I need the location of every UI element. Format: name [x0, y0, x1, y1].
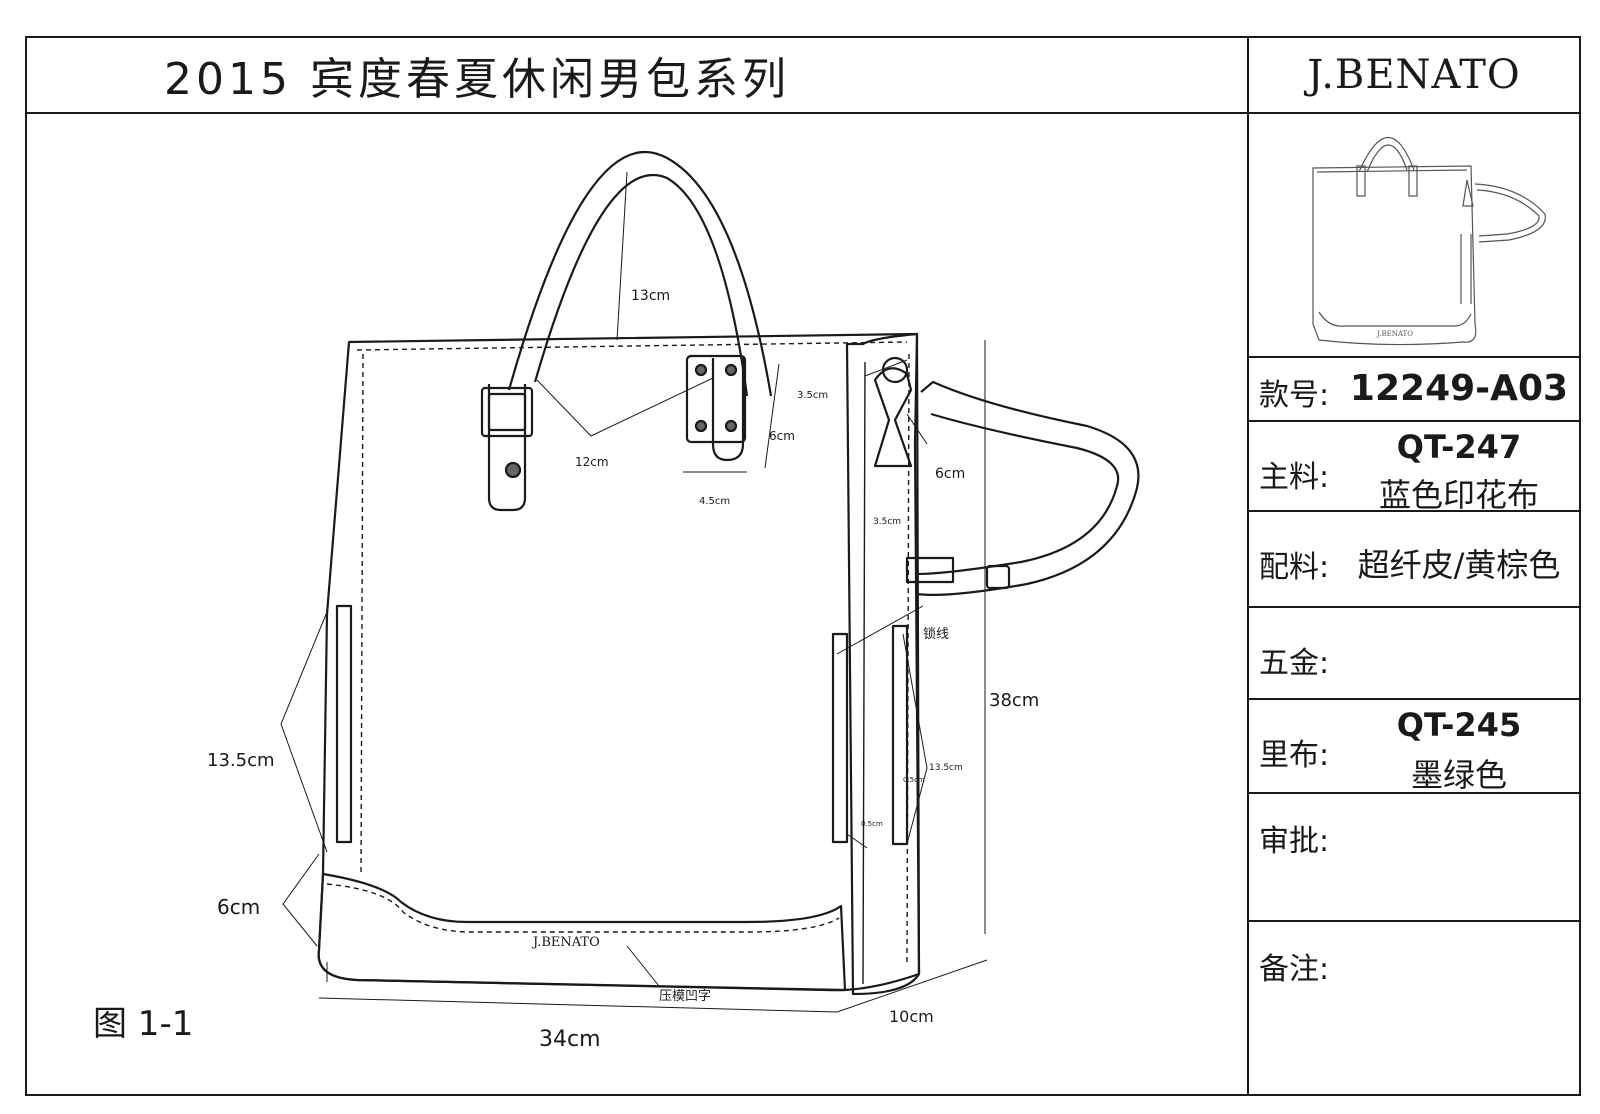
handle-strap-left: [487, 384, 527, 512]
side-gusset: [845, 332, 921, 996]
style-label: 款号:: [1259, 378, 1330, 413]
main-material-code: QT-247: [1396, 428, 1522, 466]
dim-seam-b: 0.5cm: [861, 820, 883, 828]
spec-panel: J.BENATO J.BENATO: [1247, 38, 1579, 1094]
dim-handle-spacing: 12cm: [575, 455, 609, 469]
dim-side-top: 3.5cm: [797, 390, 828, 401]
dim-depth: 10cm: [889, 1007, 934, 1026]
left-handle-inner: [533, 173, 749, 397]
sheet-title: 2015 宾度春夏休闲男包系列: [164, 54, 790, 105]
bag-technical-drawing: 13cm 12cm 6cm 4.5cm 3.5cm 6cm 3.5cm 锁线 3…: [207, 150, 1140, 1052]
dim-bottom-band: 6cm: [217, 895, 260, 919]
dim-left-panel: 13.5cm: [207, 750, 275, 771]
row-approval: 审批:: [1249, 794, 1579, 922]
handle-strap-right: [711, 358, 745, 462]
bag-body: [317, 332, 921, 992]
left-handle: [507, 150, 773, 397]
brand-logo: J.BENATO: [1249, 38, 1579, 114]
title-bar: 2015 宾度春夏休闲男包系列: [27, 38, 1247, 114]
bottom-band: [317, 872, 847, 992]
note-emboss: 压模凹字: [659, 989, 711, 1004]
dim-clip-height: 6cm: [935, 466, 965, 482]
shoulder-strap: [916, 380, 1140, 596]
strap-buckle: [985, 564, 1011, 590]
figure-label: 图 1-1: [93, 1004, 194, 1044]
row-main-material: 主料: QT-247 蓝色印花布: [1249, 422, 1579, 514]
lining-label: 里布:: [1259, 738, 1330, 773]
dim-tab-width: 4.5cm: [699, 496, 730, 507]
thumbnail-logo: J.BENATO: [1376, 330, 1413, 338]
left-side-panel: [335, 604, 353, 844]
bag-thumbnail: J.BENATO: [1249, 114, 1579, 358]
lining-desc: 墨绿色: [1410, 756, 1507, 794]
hardware-label: 五金:: [1259, 646, 1330, 681]
dim-tab-height: 6cm: [769, 429, 795, 443]
dim-width: 34cm: [539, 1027, 601, 1052]
thumbnail-drawing: J.BENATO: [1312, 137, 1546, 346]
spec-sheet: 2015 宾度春夏休闲男包系列 J.BENATO: [25, 36, 1581, 1096]
clip-hook: [873, 367, 913, 468]
row-hardware: 五金:: [1249, 608, 1579, 700]
row-lining: 里布: QT-245 墨绿色: [1249, 700, 1579, 794]
buckle: [480, 386, 534, 438]
dim-right-panel: 13.5cm: [929, 763, 963, 773]
main-material-label: 主料:: [1259, 460, 1330, 495]
right-side-panel: [831, 632, 849, 844]
emboss-logo: J.BENATO: [531, 935, 600, 950]
remarks-label: 备注:: [1259, 952, 1330, 987]
accessory-label: 配料:: [1259, 550, 1330, 585]
dim-height: 38cm: [989, 690, 1039, 711]
tab-plate: [685, 354, 747, 444]
style-code: 12249-A03: [1349, 368, 1569, 409]
approval-label: 审批:: [1259, 824, 1330, 859]
dim-handle-drop: 13cm: [631, 288, 670, 304]
note-stitching: 锁线: [923, 626, 949, 642]
row-style-number: 款号: 12249-A03: [1249, 358, 1579, 422]
lining-code: QT-245: [1396, 706, 1522, 744]
dim-seam-a: 0.5cm: [903, 776, 925, 784]
accessory-desc: 超纤皮/黄棕色: [1357, 546, 1561, 584]
row-accessory-material: 配料: 超纤皮/黄棕色: [1249, 512, 1579, 608]
dim-clip-width: 3.5cm: [873, 517, 901, 527]
row-remarks: 备注:: [1249, 922, 1579, 1082]
main-material-desc: 蓝色印花布: [1378, 476, 1539, 514]
